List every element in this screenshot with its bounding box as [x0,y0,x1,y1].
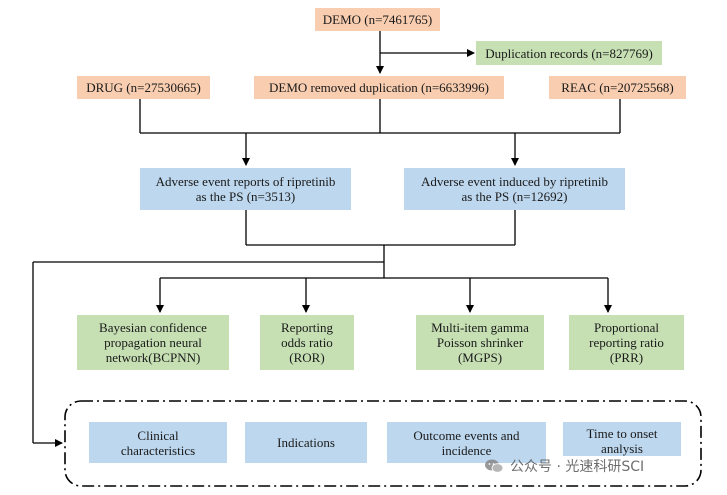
watermark-text: 公众号 · 光速科研SCI [510,459,645,475]
drug-box: DRUG (n=27530665) [77,76,210,99]
ror-box: Reporting odds ratio (ROR) [260,315,354,370]
demo-removed-box: DEMO removed duplication (n=6633996) [254,76,504,99]
duplication-records-box: Duplication records (n=827769) [476,41,662,65]
analysis-group-frame [64,400,702,487]
reports-ps-box: Adverse event reports of ripretinib as t… [140,168,351,210]
watermark: 公众号 · 光速科研SCI [484,456,644,476]
demo-box: DEMO (n=7461765) [315,8,440,31]
indications-box: Indications [245,422,367,463]
outcome-events-box: Outcome events and incidence [387,422,546,463]
clinical-characteristics-box: Clinical characteristics [89,422,227,463]
induced-ps-box: Adverse event induced by ripretinib as t… [404,168,625,210]
prr-box: Proportional reporting ratio (PRR) [569,315,684,370]
bcpnn-box: Bayesian confidence propagation neural n… [77,315,229,370]
wechat-icon [485,459,504,473]
reac-box: REAC (n=20725568) [549,76,686,99]
time-to-onset-box: Time to onset analysis [563,422,681,456]
mgps-box: Multi-item gamma Poisson shrinker (MGPS) [416,315,544,370]
